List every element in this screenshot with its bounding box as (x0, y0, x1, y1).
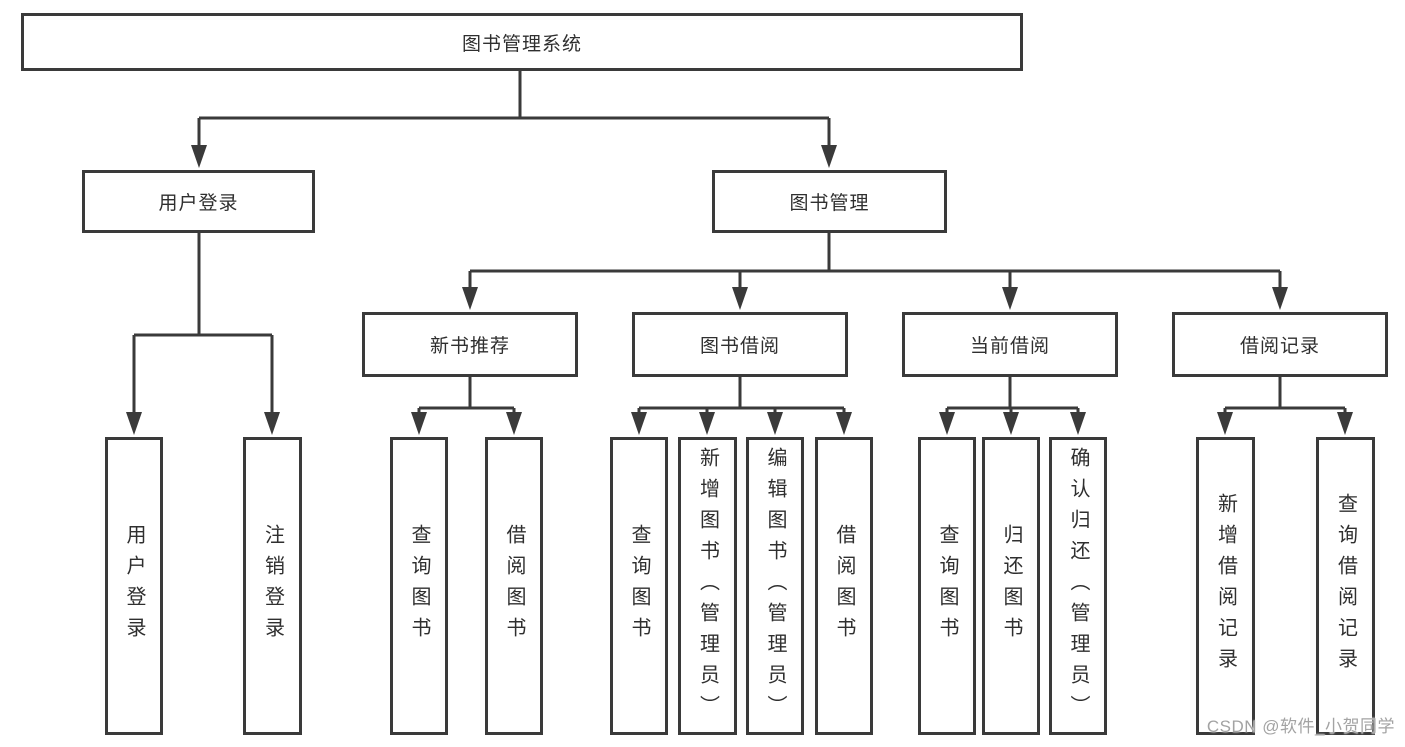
node-user-login: 用户登录 (82, 170, 315, 233)
leaf-query-books: 查询图书 (390, 437, 448, 735)
leaf-label: 查询借阅记录 (1334, 493, 1357, 679)
leaf-label: 新增图书（管理员） (696, 446, 719, 726)
leaf-user-login: 用户登录 (105, 437, 163, 735)
leaf-borrow-books: 借阅图书 (815, 437, 873, 735)
leaf-edit-books-admin: 编辑图书（管理员） (746, 437, 804, 735)
leaf-query-books: 查询图书 (610, 437, 668, 735)
leaf-label: 查询图书 (936, 524, 958, 648)
node-library-management-system: 图书管理系统 (21, 13, 1023, 71)
leaf-label: 查询图书 (628, 524, 650, 648)
leaf-add-books-admin: 新增图书（管理员） (678, 437, 737, 735)
leaf-label: 编辑图书（管理员） (764, 446, 786, 726)
leaf-label: 确认归还（管理员） (1067, 446, 1089, 726)
leaf-label: 归还图书 (1000, 524, 1022, 648)
node-current-borrowing: 当前借阅 (902, 312, 1118, 377)
node-borrowing-records: 借阅记录 (1172, 312, 1388, 377)
leaf-label: 用户登录 (123, 524, 145, 648)
leaf-add-borrow-record: 新增借阅记录 (1196, 437, 1255, 735)
leaf-logout: 注销登录 (243, 437, 302, 735)
leaf-label: 借阅图书 (503, 524, 525, 648)
node-new-book-recommendation: 新书推荐 (362, 312, 578, 377)
leaf-query-borrow-record: 查询借阅记录 (1316, 437, 1375, 735)
leaf-query-books: 查询图书 (918, 437, 976, 735)
leaf-label: 注销登录 (261, 524, 284, 648)
watermark: CSDN @软件_小贺同学 (1206, 717, 1395, 736)
leaf-confirm-return-admin: 确认归还（管理员） (1049, 437, 1107, 735)
leaf-borrow-books: 借阅图书 (485, 437, 543, 735)
leaf-label: 查询图书 (408, 524, 430, 648)
leaf-return-books: 归还图书 (982, 437, 1040, 735)
node-book-management: 图书管理 (712, 170, 947, 233)
leaf-label: 新增借阅记录 (1214, 493, 1237, 679)
node-book-borrowing: 图书借阅 (632, 312, 848, 377)
leaf-label: 借阅图书 (833, 524, 855, 648)
